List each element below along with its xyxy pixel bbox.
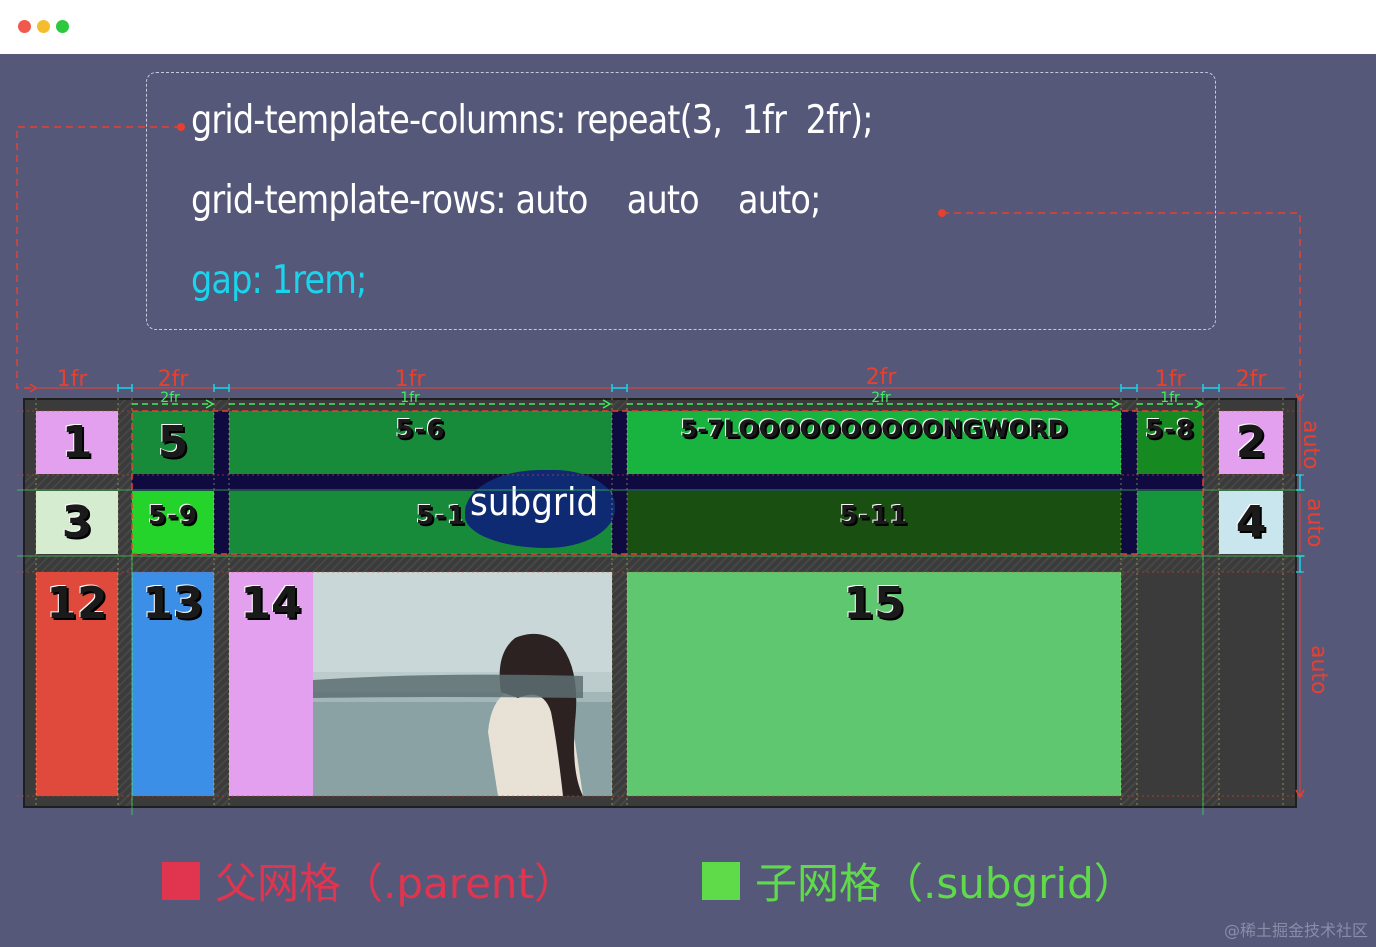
subgrid-item-extra <box>1137 491 1203 554</box>
legend-subgrid-swatch <box>702 862 740 900</box>
subgrid-item-5-11: 5-11 <box>627 491 1121 554</box>
row-label-1: auto <box>1298 420 1323 470</box>
grid-item-15-label: 15 <box>843 578 905 629</box>
subgrid-item-5: 5 <box>132 411 214 474</box>
subgrid-label: subgrid <box>470 480 599 524</box>
gap-row-1-right <box>1203 475 1295 490</box>
subgrid-item-5-9-label: 5-9 <box>148 501 198 531</box>
grid-item-15: 15 <box>627 572 1121 796</box>
gap-row-2 <box>25 556 1295 572</box>
subgrid-item-5-7: 5-7LOOOOOOOOOONGWORD <box>627 411 1121 474</box>
row-labels: auto auto auto <box>1298 420 1331 695</box>
grid-item-2-label: 2 <box>1235 417 1267 468</box>
legend-subgrid-label: 子网格（.subgrid） <box>755 859 1136 908</box>
subgrid-item-5-11-label: 5-11 <box>839 501 909 531</box>
subgrid-item-5-6: 5-6 <box>229 411 612 474</box>
subgrid-item-5-8-label: 5-8 <box>1145 415 1195 445</box>
row-track-arrow <box>1295 789 1305 799</box>
parent-col-label-4: 2fr <box>866 365 898 390</box>
parent-col-label-5: 1fr <box>1155 367 1187 392</box>
maximize-window-button[interactable] <box>56 20 69 33</box>
parent-col-label-6: 2fr <box>1236 367 1268 392</box>
photo-woman-blindfold <box>313 572 612 796</box>
grid-item-1-label: 1 <box>61 417 93 468</box>
grid-item-4: 4 <box>1219 491 1283 554</box>
subgrid-item-5-7-label: 5-7LOOOOOOOOOONGWORD <box>680 415 1068 443</box>
minimize-window-button[interactable] <box>37 20 50 33</box>
grid-item-1: 1 <box>36 411 118 474</box>
subgrid-item-5-6-label: 5-6 <box>395 415 446 445</box>
row-label-2: auto <box>1302 498 1327 548</box>
grid-item-14: 14 <box>229 572 313 796</box>
parent-col-label-2: 2fr <box>158 367 190 392</box>
grid-item-3-label: 3 <box>61 497 93 548</box>
legend-parent-label: 父网格（.parent） <box>215 859 577 908</box>
close-window-button[interactable] <box>18 20 31 33</box>
grid-item-13: 13 <box>132 572 214 796</box>
parent-col-label-1: 1fr <box>57 367 89 392</box>
grid-item-2: 2 <box>1219 411 1283 474</box>
parent-column-labels: 1fr 2fr 1fr 2fr 1fr 2fr <box>57 365 1268 392</box>
rows-connector-arrow <box>1295 393 1305 403</box>
photo-illustration <box>313 572 612 796</box>
grid-item-13-label: 13 <box>142 578 204 629</box>
subgrid-item-5-label: 5 <box>157 417 189 468</box>
legend-parent-swatch <box>162 862 200 900</box>
subgrid-item-5-9: 5-9 <box>132 491 214 554</box>
grid-item-14-label: 14 <box>240 578 302 629</box>
gap-row-1-left <box>25 475 133 490</box>
code-line-rows: grid-template-rows: auto auto auto; <box>191 178 821 223</box>
gap-column-1 <box>118 400 132 806</box>
parent-col-label-3: 1fr <box>395 367 427 392</box>
gap-column-5 <box>1203 400 1219 806</box>
subgrid-item-5-8: 5-8 <box>1137 411 1203 474</box>
columns-connector-arrow <box>29 383 38 393</box>
watermark: @稀土掘金技术社区 <box>1223 921 1368 940</box>
row-label-3: auto <box>1306 645 1331 695</box>
grid-item-12: 12 <box>36 572 118 796</box>
window-titlebar <box>0 0 1376 54</box>
grid-item-3: 3 <box>36 491 118 554</box>
grid-item-12-label: 12 <box>46 578 108 629</box>
code-line-columns: grid-template-columns: repeat(3, 1fr 2fr… <box>191 98 874 143</box>
grid-item-4-label: 4 <box>1235 497 1267 548</box>
code-line-gap: gap: 1rem; <box>191 258 367 303</box>
